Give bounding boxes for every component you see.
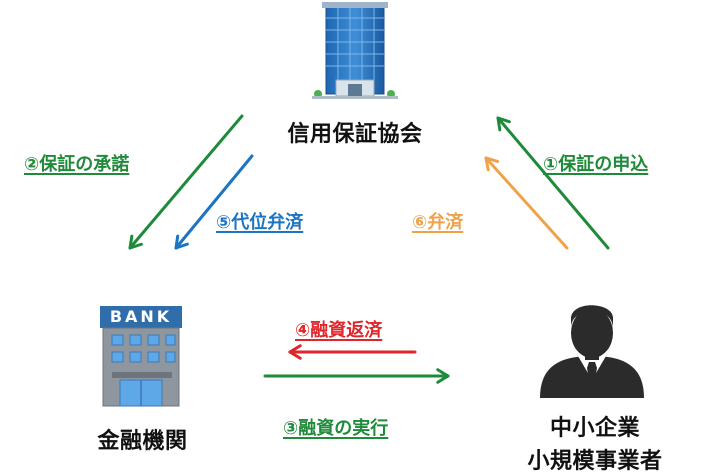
businessman-icon: [540, 305, 644, 398]
flow-label-loan-execution: ③融資の実行: [283, 418, 389, 439]
arrow-loan-execution: [263, 368, 450, 384]
arrow-guarantee-approval: [128, 114, 244, 250]
financial-institution-label: 金融機関: [97, 429, 188, 454]
office-building-icon: [312, 2, 398, 99]
business-label-line2: 小規模事業者: [527, 449, 663, 474]
bank-icon: [100, 306, 182, 407]
flow-label-subrogation: ⑤代位弁済: [216, 212, 304, 233]
arrow-guarantee-application: [496, 116, 610, 250]
arrow-subrogation: [174, 154, 254, 250]
business-label-line1: 中小企業: [549, 416, 640, 441]
flow-label-guarantee-approval: ②保証の承諾: [24, 154, 130, 175]
arrow-loan-repayment: [288, 344, 417, 360]
flow-label-repayment: ⑥弁済: [412, 212, 464, 233]
flow-label-loan-repayment: ④融資返済: [295, 320, 383, 341]
flow-arrows: [128, 114, 610, 384]
flow-label-guarantee-application: ①保証の申込: [543, 154, 649, 175]
guarantee-association-label: 信用保証協会: [287, 122, 423, 147]
bank-sign-text: BANK: [109, 307, 173, 326]
arrow-repayment: [484, 156, 569, 250]
